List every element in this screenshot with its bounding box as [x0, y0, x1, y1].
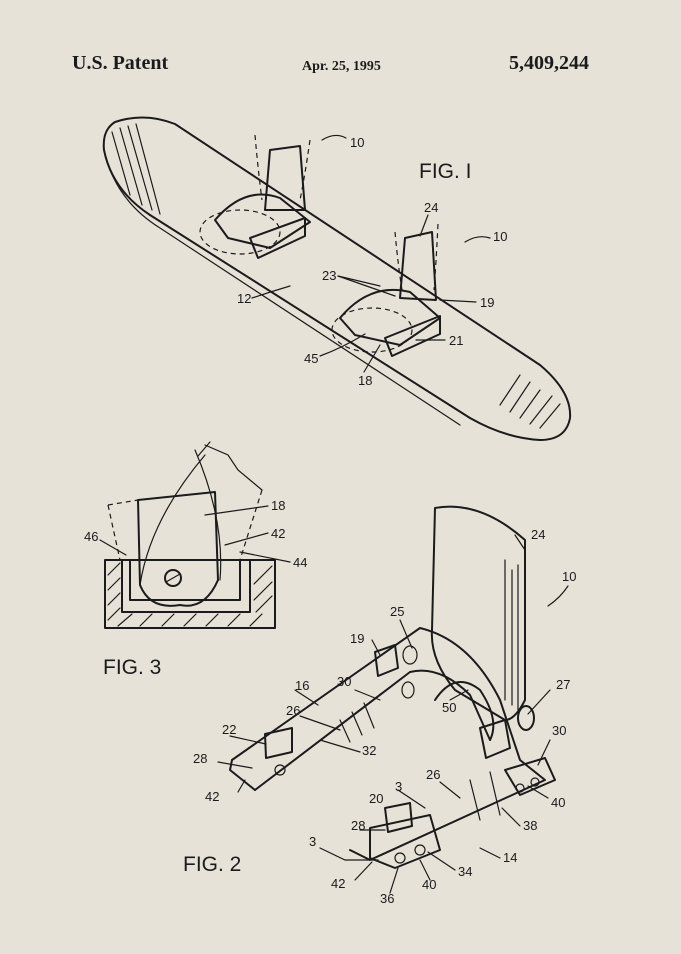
fig2-drawing — [217, 505, 569, 894]
reference-numeral: 10 — [350, 135, 364, 150]
reference-numeral: 19 — [480, 295, 494, 310]
fig3-drawing — [99, 441, 291, 629]
reference-numeral: 18 — [271, 498, 285, 513]
reference-numeral: 40 — [422, 877, 436, 892]
reference-numeral: 23 — [322, 268, 336, 283]
reference-numeral: 42 — [331, 876, 345, 891]
reference-numeral: 12 — [237, 291, 251, 306]
reference-numeral: 46 — [84, 529, 98, 544]
reference-numeral: 20 — [369, 791, 383, 806]
fig2-label: FIG. 2 — [183, 853, 241, 876]
reference-numeral: 10 — [493, 229, 507, 244]
reference-numeral: 34 — [458, 864, 472, 879]
fig2-reference-numerals: 24 10 25 19 27 16 30 50 26 22 30 32 28 4… — [193, 527, 576, 906]
reference-numeral: 19 — [350, 631, 364, 646]
patent-date: Apr. 25, 1995 — [302, 59, 381, 74]
reference-numeral: 24 — [531, 527, 545, 542]
reference-numeral: 30 — [552, 723, 566, 738]
reference-numeral: 25 — [390, 604, 404, 619]
reference-numeral: 22 — [222, 722, 236, 737]
reference-numeral: 42 — [205, 789, 219, 804]
reference-numeral: 28 — [351, 818, 365, 833]
reference-numeral: 3 — [395, 779, 402, 794]
reference-numeral: 10 — [562, 569, 576, 584]
reference-numeral: 3 — [309, 834, 316, 849]
reference-numeral: 14 — [503, 850, 517, 865]
reference-numeral: 28 — [193, 751, 207, 766]
reference-numeral: 36 — [380, 891, 394, 906]
reference-numeral: 50 — [442, 700, 456, 715]
reference-numeral: 44 — [293, 555, 307, 570]
reference-numeral: 38 — [523, 818, 537, 833]
reference-numeral: 42 — [271, 526, 285, 541]
fig1-label: FIG. I — [419, 160, 472, 183]
patent-number: 5,409,244 — [509, 52, 589, 74]
fig1-drawing — [102, 116, 572, 441]
reference-numeral: 26 — [426, 767, 440, 782]
fig3-label: FIG. 3 — [103, 656, 161, 679]
fig1-reference-numerals: 10 10 24 23 19 12 45 21 18 — [237, 135, 507, 388]
reference-numeral: 16 — [295, 678, 309, 693]
reference-numeral: 32 — [362, 743, 376, 758]
reference-numeral: 26 — [286, 703, 300, 718]
patent-label: U.S. Patent — [72, 52, 169, 74]
reference-numeral: 45 — [304, 351, 318, 366]
reference-numeral: 27 — [556, 677, 570, 692]
reference-numeral: 24 — [424, 200, 438, 215]
reference-numeral: 18 — [358, 373, 372, 388]
reference-numeral: 40 — [551, 795, 565, 810]
reference-numeral: 21 — [449, 333, 463, 348]
reference-numeral: 30 — [337, 674, 351, 689]
fig3-reference-numerals: 18 46 42 44 — [84, 498, 307, 570]
